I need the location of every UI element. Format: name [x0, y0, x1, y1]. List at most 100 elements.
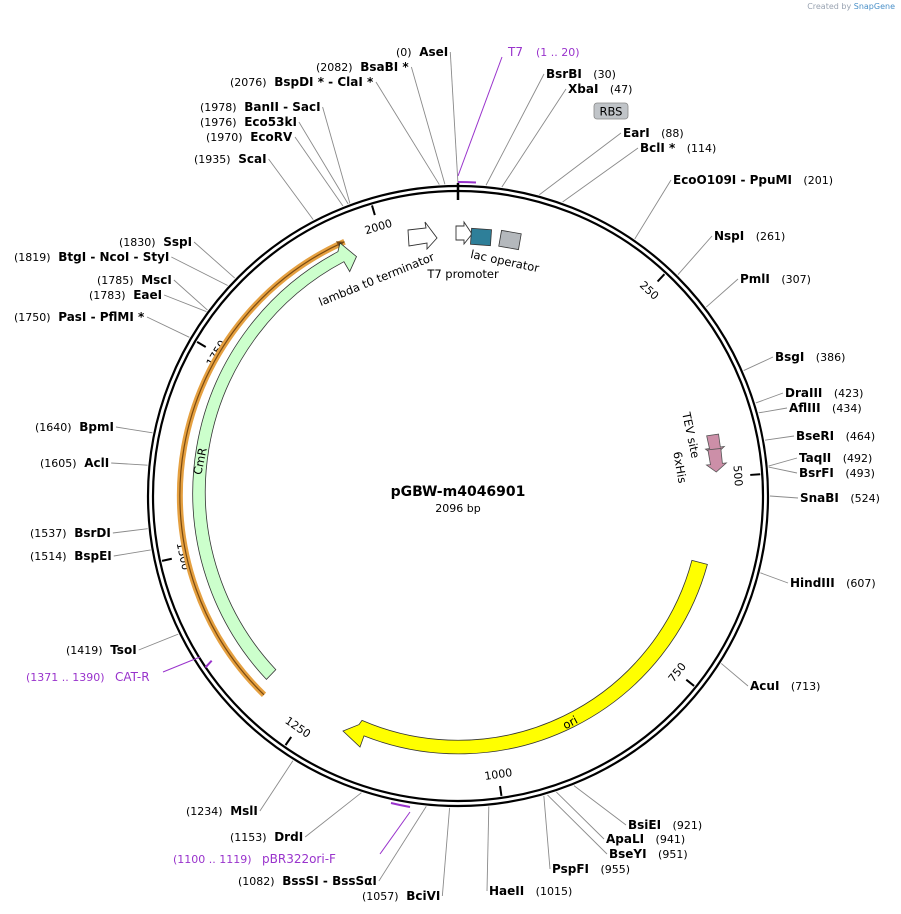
restriction-site-label: (1605) AclI: [40, 456, 109, 470]
restriction-site-position: (0): [396, 46, 412, 59]
restriction-site-name: HindIII: [790, 576, 835, 590]
restriction-site-leader: [743, 356, 774, 371]
restriction-site-position: (1419): [66, 644, 103, 657]
label-gap: [67, 526, 75, 540]
restriction-site-name: BseRI: [796, 429, 834, 443]
t7-promoter-label: T7 promoter: [426, 267, 499, 281]
restriction-site-label: AcuI (713): [750, 679, 820, 693]
restriction-site-leader: [634, 179, 672, 240]
pbr322ori-f-primer-arc: [390, 802, 411, 808]
label-gap: [231, 152, 239, 166]
tick-mark: [284, 736, 293, 746]
restriction-site-label: BseYI (951): [609, 847, 688, 861]
label-gap: [598, 82, 609, 96]
restriction-site-name: BsrBI: [546, 67, 582, 81]
restriction-site-position: (921): [673, 819, 703, 832]
restriction-site-name: BpmI: [79, 420, 114, 434]
label-gap: [661, 818, 672, 832]
restriction-site-position: (1750): [14, 311, 51, 324]
restriction-site-leader: [556, 791, 605, 840]
restriction-site-label: (1419) TsoI: [66, 643, 137, 657]
tick-mark: [499, 785, 503, 797]
restriction-site-label: HindIII (607): [790, 576, 876, 590]
restriction-site-leader: [378, 806, 427, 882]
restriction-site-label: (2082) BsaBI *: [316, 60, 409, 74]
restriction-site-name: BssSI - BssSαI: [282, 874, 377, 888]
restriction-site-label: (1785) MscI: [97, 273, 172, 287]
restriction-site-leader: [163, 294, 207, 312]
restriction-site-leader: [171, 256, 228, 286]
watermark-prefix: Created by: [807, 2, 852, 11]
restriction-site-label: BsrBI (30): [546, 67, 616, 81]
restriction-site-labels: (0) AseI(2082) BsaBI *(2076) BspDI * - C…: [14, 45, 880, 903]
restriction-site-label: (0) AseI: [396, 45, 448, 59]
label-gap: [237, 115, 245, 129]
pbr322ori-f-primer-label: pBR322ori-F: [262, 852, 336, 866]
restriction-site-label: (1935) ScaI: [194, 152, 267, 166]
restriction-site-position: (2082): [316, 61, 353, 74]
tick-mark: [685, 678, 695, 687]
restriction-site-position: (1605): [40, 457, 77, 470]
restriction-site-name: PmlI: [740, 272, 770, 286]
restriction-site-leader: [113, 549, 151, 557]
cat-r-primer-leader: [162, 656, 201, 673]
restriction-site-name: BspEI: [74, 549, 112, 563]
restriction-site-leader: [298, 121, 349, 205]
restriction-site-name: BclI *: [640, 141, 676, 155]
label-gap: [779, 679, 790, 693]
restriction-site-leader: [375, 81, 440, 185]
restriction-site-label: HaeII (1015): [489, 884, 572, 898]
restriction-site-leader: [304, 792, 362, 838]
lambda-t0-terminator-arrow: [407, 221, 438, 251]
ori-feature-arrow: [342, 559, 708, 755]
label-gap: [835, 576, 846, 590]
restriction-site-label: PspFI (955): [552, 862, 630, 876]
label-gap: [804, 350, 815, 364]
restriction-site-name: BciVI: [406, 889, 440, 903]
restriction-site-leader: [769, 495, 799, 499]
restriction-site-leader: [486, 806, 490, 892]
label-gap: [51, 310, 59, 324]
restriction-site-leader: [705, 278, 739, 308]
restriction-site-leader: [562, 147, 639, 203]
restriction-site-name: SnaBI: [800, 491, 839, 505]
label-gap: [399, 889, 407, 903]
label-gap: [267, 830, 275, 844]
restriction-site-leader: [173, 279, 208, 311]
label-gap: [72, 420, 80, 434]
restriction-site-label: (1970) EcoRV: [206, 130, 293, 144]
restriction-site-name: AcuI: [750, 679, 779, 693]
label-gap: [524, 884, 535, 898]
label-gap: [834, 466, 845, 480]
tick-label: 750: [666, 660, 689, 685]
restriction-site-name: HaeII: [489, 884, 524, 898]
tick-label: 500: [731, 465, 745, 487]
restriction-site-name: BanII - SacI: [244, 100, 320, 114]
restriction-site-name: BsaBI *: [360, 60, 409, 74]
label-gap: [223, 804, 231, 818]
restriction-site-position: (1970): [206, 131, 243, 144]
cmr-orf-line: [179, 241, 345, 696]
label-gap: [834, 429, 845, 443]
restriction-site-label: (1537) BsrDI: [30, 526, 111, 540]
restriction-site-leader: [543, 795, 551, 870]
tick-mark: [161, 557, 173, 562]
t7-promoter-arrow: [455, 220, 473, 246]
restriction-site-leader: [768, 457, 798, 467]
label-gap: [353, 60, 361, 74]
label-gap: [792, 173, 803, 187]
tick-label: 250: [637, 279, 661, 303]
restriction-site-position: (434): [832, 402, 862, 415]
restriction-site-position: (114): [687, 142, 717, 155]
restriction-site-name: MscI: [141, 273, 172, 287]
restriction-site-name: BsgI: [775, 350, 804, 364]
restriction-site-label: XbaI (47): [568, 82, 632, 96]
restriction-site-label: AflIII (434): [789, 401, 862, 415]
restriction-site-label: ApaLI (941): [606, 832, 685, 846]
restriction-site-name: AflIII: [789, 401, 821, 415]
plasmid-size: 2096 bp: [435, 502, 480, 515]
restriction-site-leader: [547, 794, 608, 855]
label-gap: [582, 67, 593, 81]
ori-label: ori: [560, 713, 580, 732]
cmr-feature-arrow: [192, 242, 357, 680]
